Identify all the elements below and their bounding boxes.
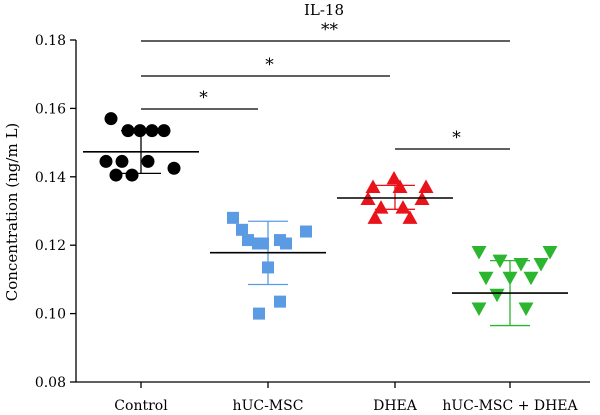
data-point (242, 234, 254, 247)
data-point (542, 246, 558, 260)
data-point (533, 258, 549, 272)
data-point (365, 179, 381, 194)
data-point (280, 237, 292, 250)
data-point (109, 168, 123, 182)
x-category-label: DHEA (373, 398, 418, 414)
data-point (133, 124, 147, 138)
data-point (502, 271, 518, 286)
data-point (518, 302, 534, 316)
data-point (402, 210, 418, 224)
data-point (386, 171, 402, 185)
significance-brackets: ***** (141, 20, 510, 150)
data-point (492, 254, 508, 269)
data-point (367, 210, 383, 224)
x-category-label: hUC-MSC + DHEA (442, 398, 578, 414)
data-point (157, 124, 171, 138)
data-point (167, 161, 181, 175)
data-point (395, 200, 411, 214)
significance-label: ** (321, 20, 339, 40)
y-tick-label: 0.08 (35, 375, 66, 391)
data-point (145, 124, 159, 138)
y-tick-label: 0.14 (35, 170, 66, 186)
y-tick-label: 0.12 (35, 238, 66, 254)
data-point (99, 154, 113, 168)
data-point (300, 225, 312, 238)
data-point (513, 258, 529, 272)
data-point (227, 211, 239, 224)
y-tick-label: 0.10 (35, 307, 66, 323)
data-point (478, 271, 494, 286)
x-category-label: hUC-MSC (233, 398, 304, 414)
data-point (141, 154, 155, 168)
data-point (471, 246, 487, 260)
data-point (471, 302, 487, 316)
y-tick-label: 0.16 (35, 101, 66, 117)
mean-sd-bars (121, 129, 530, 327)
data-points (83, 112, 568, 320)
data-point (262, 261, 274, 274)
y-axis-label: Concentration (ng/m L) (3, 123, 21, 302)
data-point (253, 307, 265, 320)
significance-label: * (265, 55, 274, 75)
data-point (392, 179, 408, 194)
significance-label: * (199, 88, 208, 108)
data-point (252, 237, 264, 250)
y-tick-label: 0.18 (35, 33, 66, 49)
significance-label: * (452, 128, 461, 148)
data-point (115, 154, 129, 168)
data-point (489, 288, 505, 303)
data-point (373, 200, 389, 214)
data-point (125, 168, 139, 182)
data-point (274, 295, 286, 308)
data-point (418, 179, 434, 194)
chart-title: IL-18 (304, 1, 344, 19)
data-point (121, 124, 135, 138)
data-point (523, 271, 539, 286)
x-category-label: Control (114, 398, 168, 414)
data-point (236, 223, 248, 236)
data-point (104, 112, 118, 126)
